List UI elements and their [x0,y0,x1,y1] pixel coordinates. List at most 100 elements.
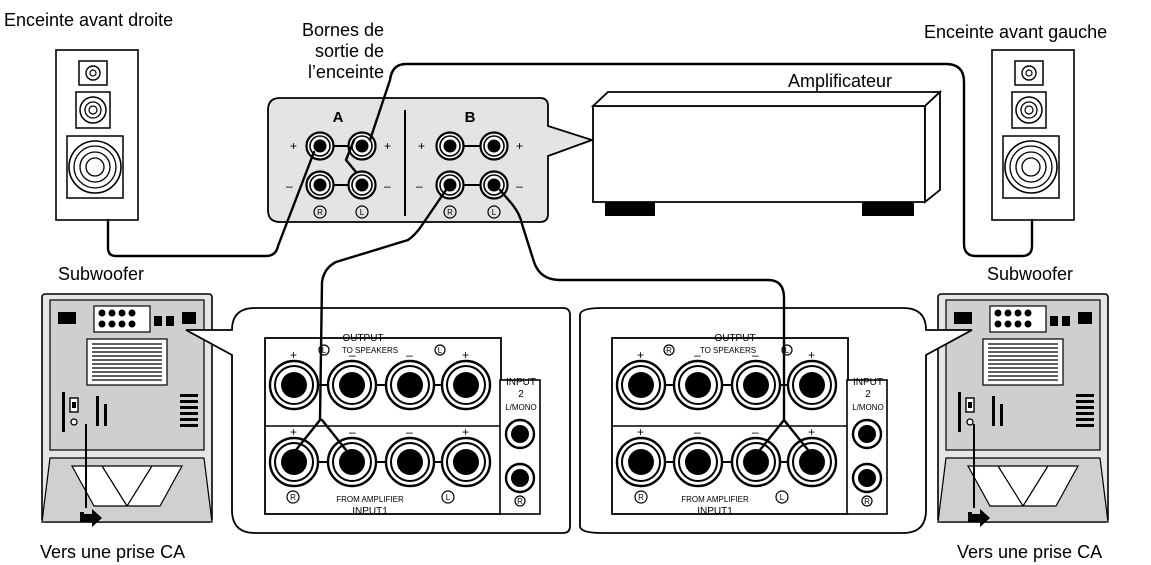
left-channel-mark: L [780,493,785,502]
right-channel-mark: R [290,493,296,502]
sub-right-output-post [615,359,667,411]
sign-minus: – [416,179,423,193]
subwoofer-right [937,293,1109,523]
sign-plus: + [462,348,469,362]
sign-plus: + [637,348,644,362]
sign-plus: + [808,348,815,362]
input1-label: INPUT1 [697,506,733,517]
sub-right-terminals: OUTPUT TO SPEAKERS INPUT 2 L/MONO FROM A… [611,333,888,517]
sub-left-rca-l [504,418,536,450]
front-right-speaker [55,49,139,221]
sign-minus: – [694,348,701,362]
sub-right-output-post [786,359,838,411]
sign-plus: + [290,139,297,153]
subwoofer-left [41,293,213,523]
input2-number: 2 [518,389,524,400]
sign-plus: + [516,139,523,153]
to-speakers-label: TO SPEAKERS [700,346,756,355]
left-channel-mark: L [446,493,451,502]
sub-right-rca-r [851,462,883,494]
sign-plus: + [418,139,425,153]
front-left-speaker [991,49,1075,221]
left-channel-mark: L [322,346,327,355]
sub-left-rca-r [504,462,536,494]
sign-minus: – [752,425,759,439]
speaker-terminals-line-1: Bornes de [301,20,384,40]
input2-label: INPUT [506,377,536,388]
sub-left-terminals: OUTPUT TO SPEAKERS INPUT 2 L/MONO FROM A… [264,333,541,517]
amp-terminal-panel: A B + + – – + + – – R L R L [267,97,595,223]
right-channel-mark: R [864,497,870,506]
mono-label: L/MONO [505,403,537,412]
mono-label: L/MONO [852,403,884,412]
sub-right-input-post [786,436,838,488]
output-label: OUTPUT [342,333,383,344]
front-left-speaker-label: Enceinte avant gauche [924,22,1108,42]
sign-plus: + [808,425,815,439]
ac-plug-right-icon [968,509,990,527]
terminal-b-right-minus [435,170,465,200]
right-channel-mark: R [447,208,453,217]
terminal-a-right-plus [305,131,335,161]
sub-right-input-post [672,436,724,488]
input2-number: 2 [865,389,871,400]
sign-minus: – [286,179,293,193]
left-channel-mark: L [492,208,497,217]
ac-plug-left-icon [80,509,102,527]
sub-left-output-post [326,359,378,411]
sign-minus: – [349,348,356,362]
sign-plus: + [462,425,469,439]
right-channel-mark: R [666,346,672,355]
speaker-terminals-line-2: sortie de [314,41,384,61]
sign-plus: + [637,425,644,439]
subwoofer-right-label: Subwoofer [987,264,1074,284]
group-a-label: A [333,109,344,126]
sub-left-input-post [268,436,320,488]
sign-minus: – [752,348,759,362]
terminal-b-right-plus [435,131,465,161]
right-channel-mark: R [638,493,644,502]
sign-plus: + [290,348,297,362]
front-right-speaker-label: Enceinte avant droite [4,10,174,30]
amplifier-label: Amplificateur [788,71,893,91]
input1-label: INPUT1 [352,506,388,517]
to-speakers-label: TO SPEAKERS [342,346,398,355]
sign-plus: + [384,139,391,153]
from-amplifier-label: FROM AMPLIFIER [336,495,404,504]
speaker-terminals-line-3: l’enceinte [307,62,384,82]
terminal-a-left-minus [347,170,377,200]
sign-minus: – [349,425,356,439]
sub-left-input-post [440,436,492,488]
left-channel-mark: L [785,346,790,355]
ac-outlet-left-label: Vers une prise CA [40,542,186,562]
sub-left-output-post [440,359,492,411]
sign-minus: – [406,425,413,439]
ac-outlet-right-label: Vers une prise CA [957,542,1103,562]
sub-left-input-post [384,436,436,488]
sub-left-input-post [326,436,378,488]
speaker-terminals-label: Bornes de sortie de l’enceinte [268,20,384,83]
speaker-cables [106,62,1034,452]
sub-right-output-post [730,359,782,411]
sign-minus: – [384,179,391,193]
right-channel-mark: R [517,497,523,506]
terminal-a-right-minus [305,170,335,200]
output-label: OUTPUT [714,333,755,344]
sign-minus: – [406,348,413,362]
sub-right-output-post [672,359,724,411]
sub-right-input-post [615,436,667,488]
sign-minus: – [516,179,523,193]
group-b-label: B [465,109,476,126]
sub-right-input-post [730,436,782,488]
from-amplifier-label: FROM AMPLIFIER [681,495,749,504]
right-channel-mark: R [317,208,323,217]
subwoofer-left-label: Subwoofer [58,264,145,284]
sign-minus: – [694,425,701,439]
sub-left-output-post [268,359,320,411]
sign-plus: + [290,425,297,439]
left-channel-mark: L [438,346,443,355]
amplifier [590,89,943,216]
terminal-b-left-plus [479,131,509,161]
input2-label: INPUT [853,377,883,388]
